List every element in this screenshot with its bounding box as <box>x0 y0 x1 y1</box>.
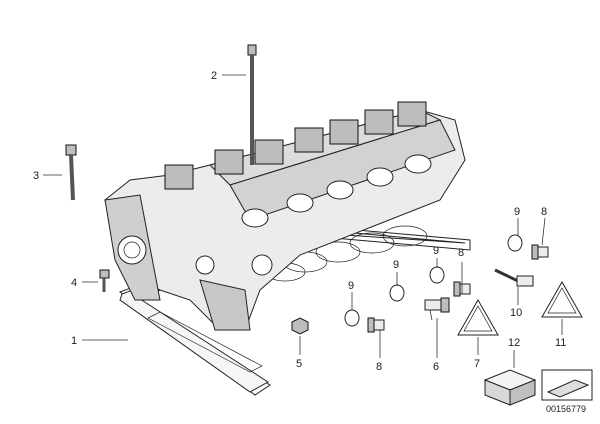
sealing-ring-9b <box>389 284 405 302</box>
callout-12: 12 <box>508 337 520 349</box>
callout-10: 10 <box>510 307 522 319</box>
callout-4: 4 <box>71 277 77 289</box>
cylinder-head <box>104 101 466 331</box>
warning-triangle-icon-11 <box>541 280 583 318</box>
image-id-box <box>541 369 593 401</box>
sealing-ring-9d <box>507 234 523 252</box>
screw-plug-8c <box>531 244 549 260</box>
oil-pressure-switch-10 <box>494 268 534 287</box>
callout-2: 2 <box>211 70 217 82</box>
camshaft-caps <box>164 101 427 190</box>
callout-6: 6 <box>433 361 439 373</box>
warning-triangle-icon-7 <box>457 298 499 336</box>
callout-11: 11 <box>555 337 566 349</box>
image-id: 00156779 <box>546 404 586 414</box>
head-bolt-long <box>247 44 257 165</box>
ports <box>241 154 432 228</box>
leader-lines <box>43 74 563 368</box>
callout-9a: 9 <box>433 245 439 257</box>
callout-8c: 8 <box>541 206 547 218</box>
callout-8a: 8 <box>376 361 382 373</box>
callout-1: 1 <box>71 335 77 347</box>
callout-7: 7 <box>474 358 480 370</box>
temperature-sensor-6 <box>424 297 450 321</box>
callout-8b: 8 <box>458 247 464 259</box>
small-bolt <box>99 269 110 292</box>
callout-9d: 9 <box>514 206 520 218</box>
screw-plug-8b <box>453 281 471 297</box>
sealing-ring-9a <box>344 309 360 327</box>
callout-3: 3 <box>33 170 39 182</box>
sealing-ring-9c <box>429 266 445 284</box>
gasket-kit-box-icon <box>483 369 537 406</box>
callout-9b: 9 <box>393 259 399 271</box>
callout-5: 5 <box>296 358 302 370</box>
callout-labels: 1 2 3 4 5 6 7 8 8 8 9 9 9 9 10 11 12 001… <box>33 70 586 414</box>
screw-plug-8a <box>367 317 385 333</box>
head-bolt-short <box>65 144 77 201</box>
nut <box>291 317 309 335</box>
callout-9c: 9 <box>348 280 354 292</box>
